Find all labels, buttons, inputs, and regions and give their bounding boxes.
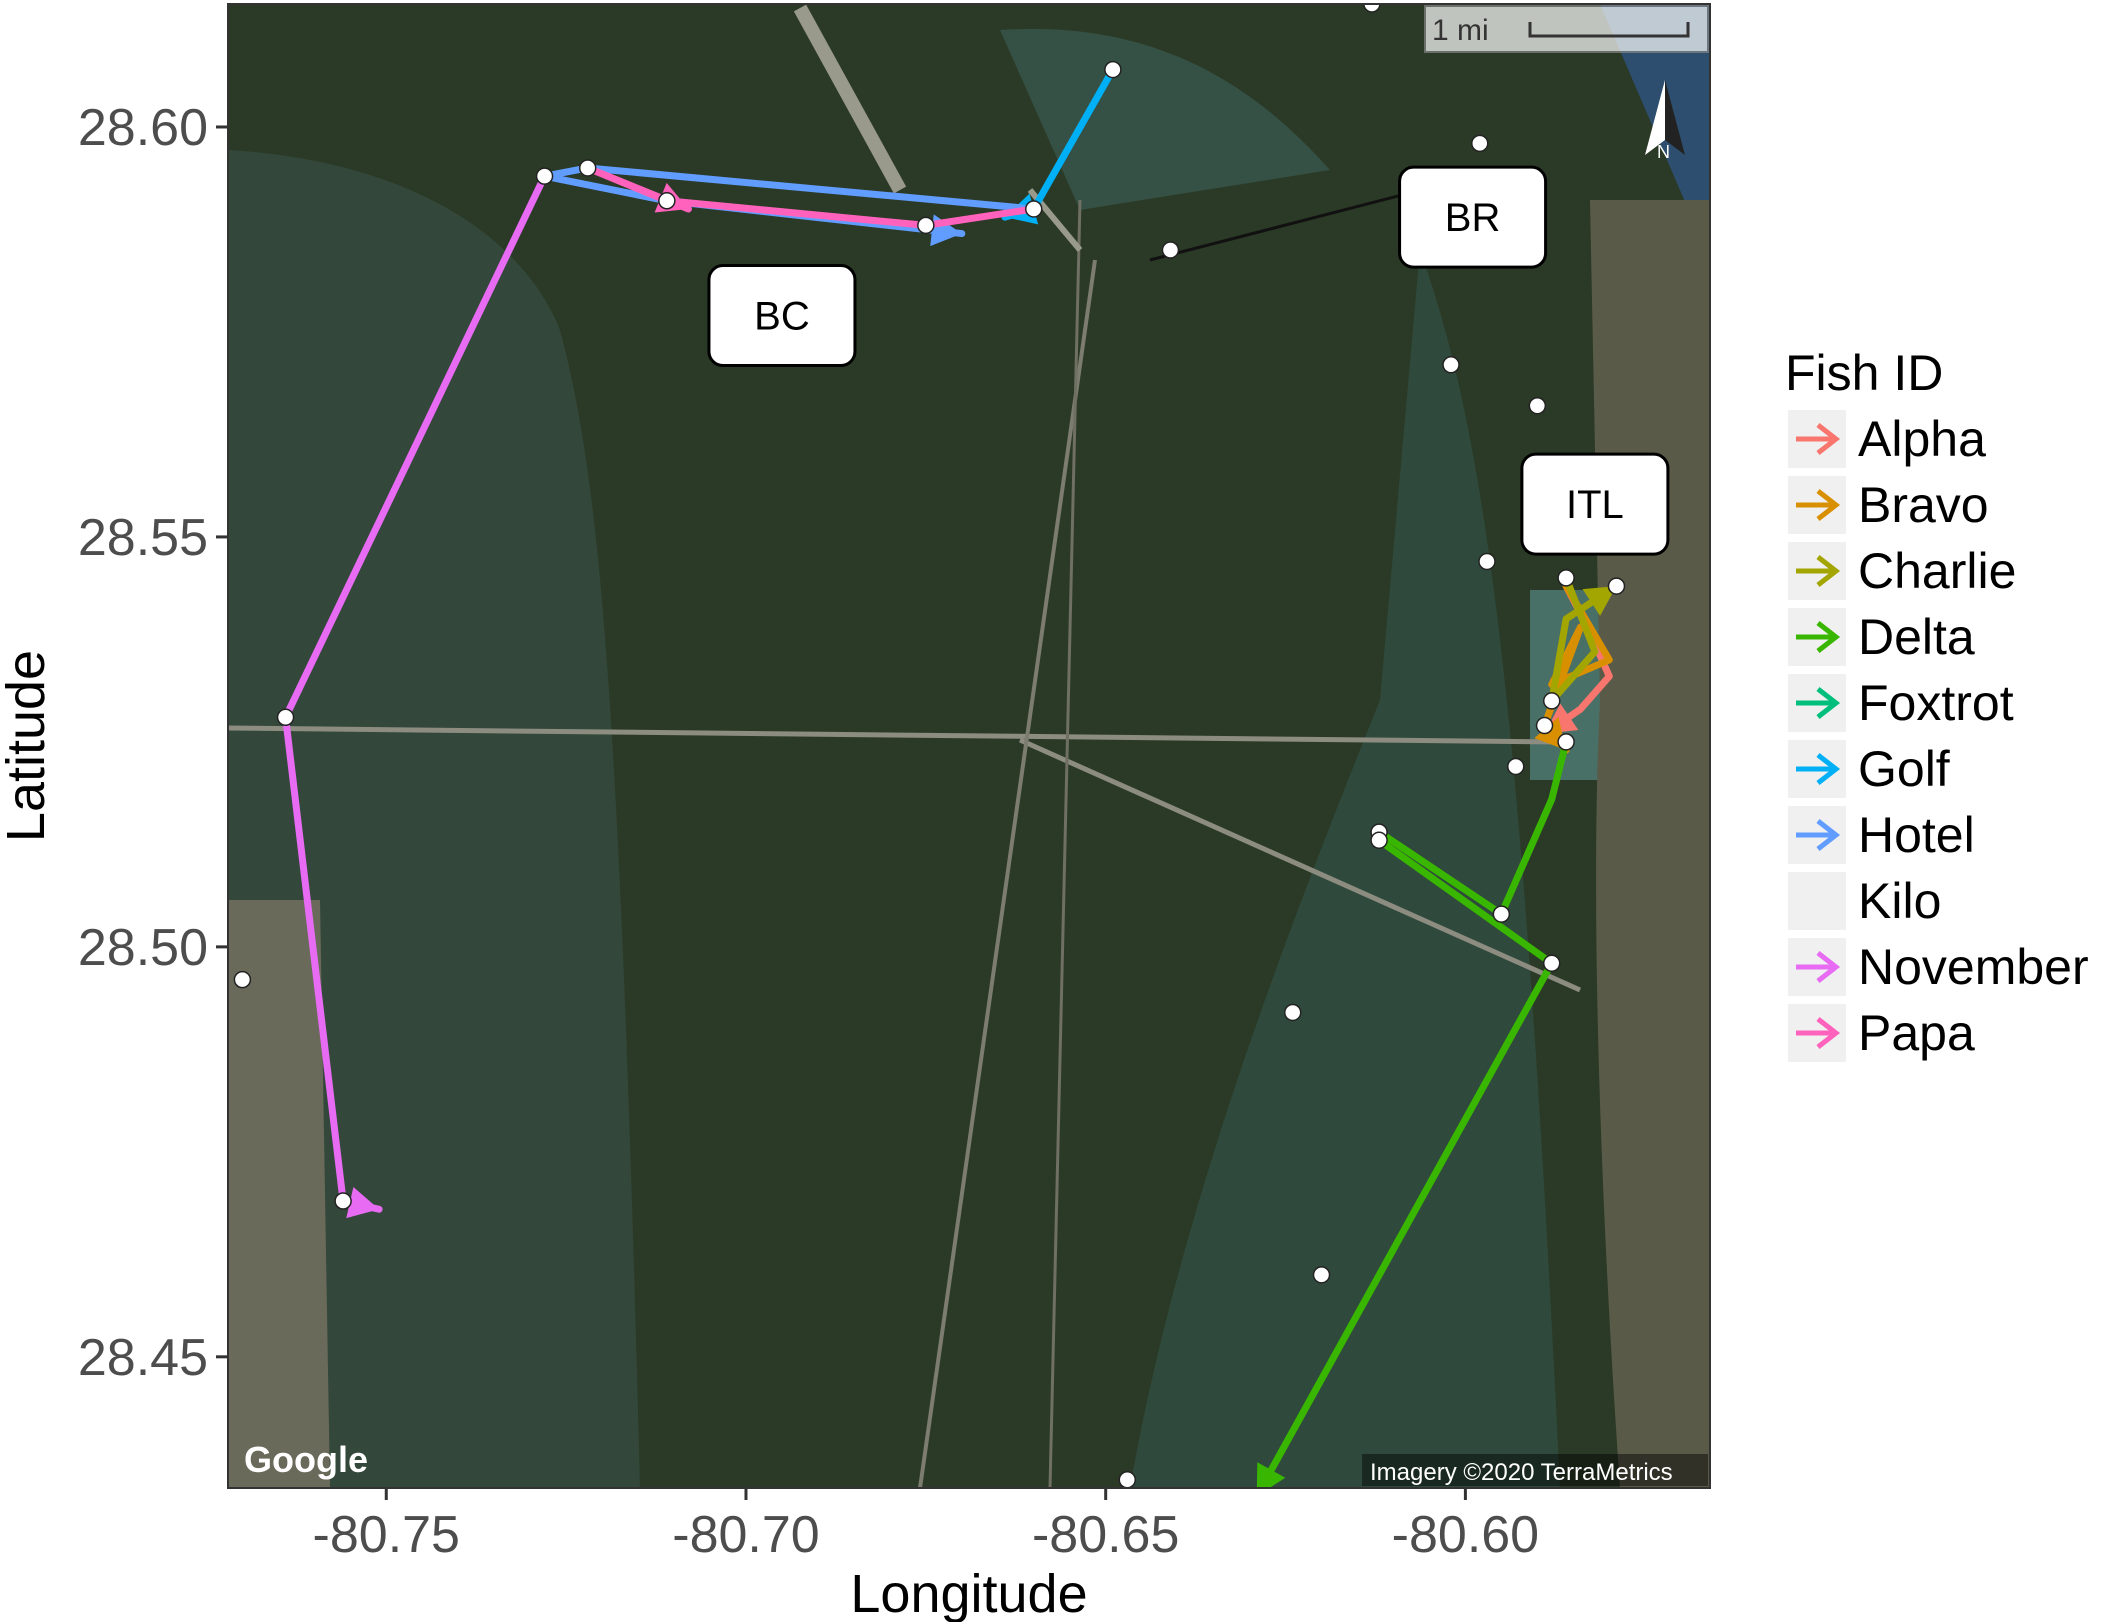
legend-label-foxtrot: Foxtrot <box>1858 675 2014 731</box>
receiver-station <box>578 159 597 177</box>
scale-bar-label: 1 mi <box>1432 14 1489 47</box>
credit-background <box>1362 1454 1708 1486</box>
legend-arrow-icon-bravo <box>1816 489 1841 521</box>
map-panel[interactable]: BC BR ITL 1 mi N Google Imagery ©2020 Terr… <box>228 0 1710 1496</box>
legend-label-bravo: Bravo <box>1858 477 1989 533</box>
y-tick-label: 28.50 <box>78 919 208 977</box>
x-axis-title: Longitude <box>850 1564 1087 1622</box>
track-arrowhead-charlie <box>1582 586 1617 616</box>
receiver-station <box>1283 1003 1302 1022</box>
y-axis-title: Latitude <box>0 650 56 842</box>
receiver-station <box>1542 954 1561 973</box>
track-arrowhead-delta <box>1256 1462 1286 1488</box>
receiver-station <box>535 167 554 185</box>
legend-arrow-icon-hotel <box>1816 819 1841 851</box>
receiver-station <box>1024 200 1043 218</box>
legend-label-golf: Golf <box>1858 741 1950 797</box>
x-tick-label: -80.60 <box>1392 1506 1539 1564</box>
panel-border <box>227 3 1711 1489</box>
legend-arrow-icon-papa <box>1816 1017 1841 1049</box>
y-tick-label: 28.60 <box>78 99 208 157</box>
region-label-itl: ITL <box>1566 483 1624 527</box>
receiver-station <box>1492 905 1511 923</box>
receiver-station <box>1535 716 1554 735</box>
receiver-station <box>334 1192 352 1210</box>
diagonal-road <box>1018 737 1582 993</box>
receiver-station <box>1161 241 1180 259</box>
legend-label-hotel: Hotel <box>1858 807 1975 863</box>
receiver-station <box>1478 552 1496 571</box>
legend-label-charlie: Charlie <box>1858 543 2016 599</box>
region-box-br <box>1398 165 1548 269</box>
receiver-station <box>233 970 252 989</box>
legend-label-kilo: Kilo <box>1858 873 1941 929</box>
x-tick-label: -80.70 <box>672 1506 819 1564</box>
receiver-station <box>1542 692 1561 710</box>
west-shore-land <box>228 900 330 1488</box>
legend-key-kilo <box>1788 872 1846 930</box>
legend-arrow-icon-foxtrot <box>1816 687 1841 719</box>
receiver-station <box>658 192 676 210</box>
legend-title: Fish ID <box>1785 345 1943 401</box>
legend-arrow-icon-delta <box>1816 621 1841 653</box>
north-bay-water <box>1000 28 1330 210</box>
receiver-stations <box>233 4 1626 1488</box>
imagery-credit: Imagery ©2020 TerraMetrics <box>1370 1459 1673 1486</box>
receiver-station <box>1363 4 1381 13</box>
causeway-road <box>228 725 1561 745</box>
region-labels: BC BR ITL <box>707 165 1670 556</box>
y-tick-label: 28.55 <box>78 509 208 567</box>
x-tick-label: -80.65 <box>1032 1506 1179 1564</box>
legend: Fish ID AlphaBravoCharlieDeltaFoxtrotGol… <box>1785 345 2089 1062</box>
receiver-station <box>1312 1266 1331 1284</box>
north-arrow-icon: N <box>1645 80 1685 162</box>
banana-river-water <box>1130 250 1560 1488</box>
receiver-station <box>1507 757 1525 776</box>
track-arrowhead-november <box>346 1186 380 1219</box>
y-tick-label: 28.45 <box>78 1329 208 1387</box>
legend-label-alpha: Alpha <box>1858 411 1986 467</box>
legend-label-papa: Papa <box>1858 1005 1975 1061</box>
legend-arrow-icon-golf <box>1816 753 1841 785</box>
west-lagoon-water <box>228 150 640 1488</box>
north-arrow-label: N <box>1657 142 1670 162</box>
legend-label-november: November <box>1858 939 2089 995</box>
legend-label-delta: Delta <box>1858 609 1975 665</box>
scale-bar: 1 mi <box>1424 5 1709 53</box>
receiver-station <box>276 708 295 727</box>
receiver-station <box>1607 577 1626 595</box>
x-tick-label: -80.75 <box>313 1506 460 1564</box>
receiver-station <box>1557 569 1575 587</box>
receiver-station <box>1471 134 1489 153</box>
region-box-itl <box>1520 452 1670 556</box>
central-road-2 <box>1048 199 1082 1488</box>
legend-arrow-icon-alpha <box>1816 423 1841 455</box>
receiver-station <box>1442 356 1460 374</box>
receiver-station <box>1370 831 1388 850</box>
north-road <box>793 4 907 194</box>
region-label-bc: BC <box>754 295 810 339</box>
legend-arrow-icon-charlie <box>1816 555 1841 587</box>
receiver-station <box>1557 733 1575 751</box>
region-box-bc <box>707 264 857 368</box>
receiver-station <box>1528 396 1547 415</box>
google-watermark: Google <box>244 1439 368 1480</box>
central-road <box>918 259 1097 1488</box>
receiver-station <box>1118 1471 1137 1488</box>
receiver-station <box>1104 60 1122 79</box>
receiver-station <box>917 216 935 235</box>
legend-arrow-icon-november <box>1816 951 1841 983</box>
axes: -80.75 -80.70 -80.65 -80.60 28.45 28.50 28.55 2… <box>78 99 1539 1564</box>
region-label-br: BR <box>1445 196 1501 240</box>
